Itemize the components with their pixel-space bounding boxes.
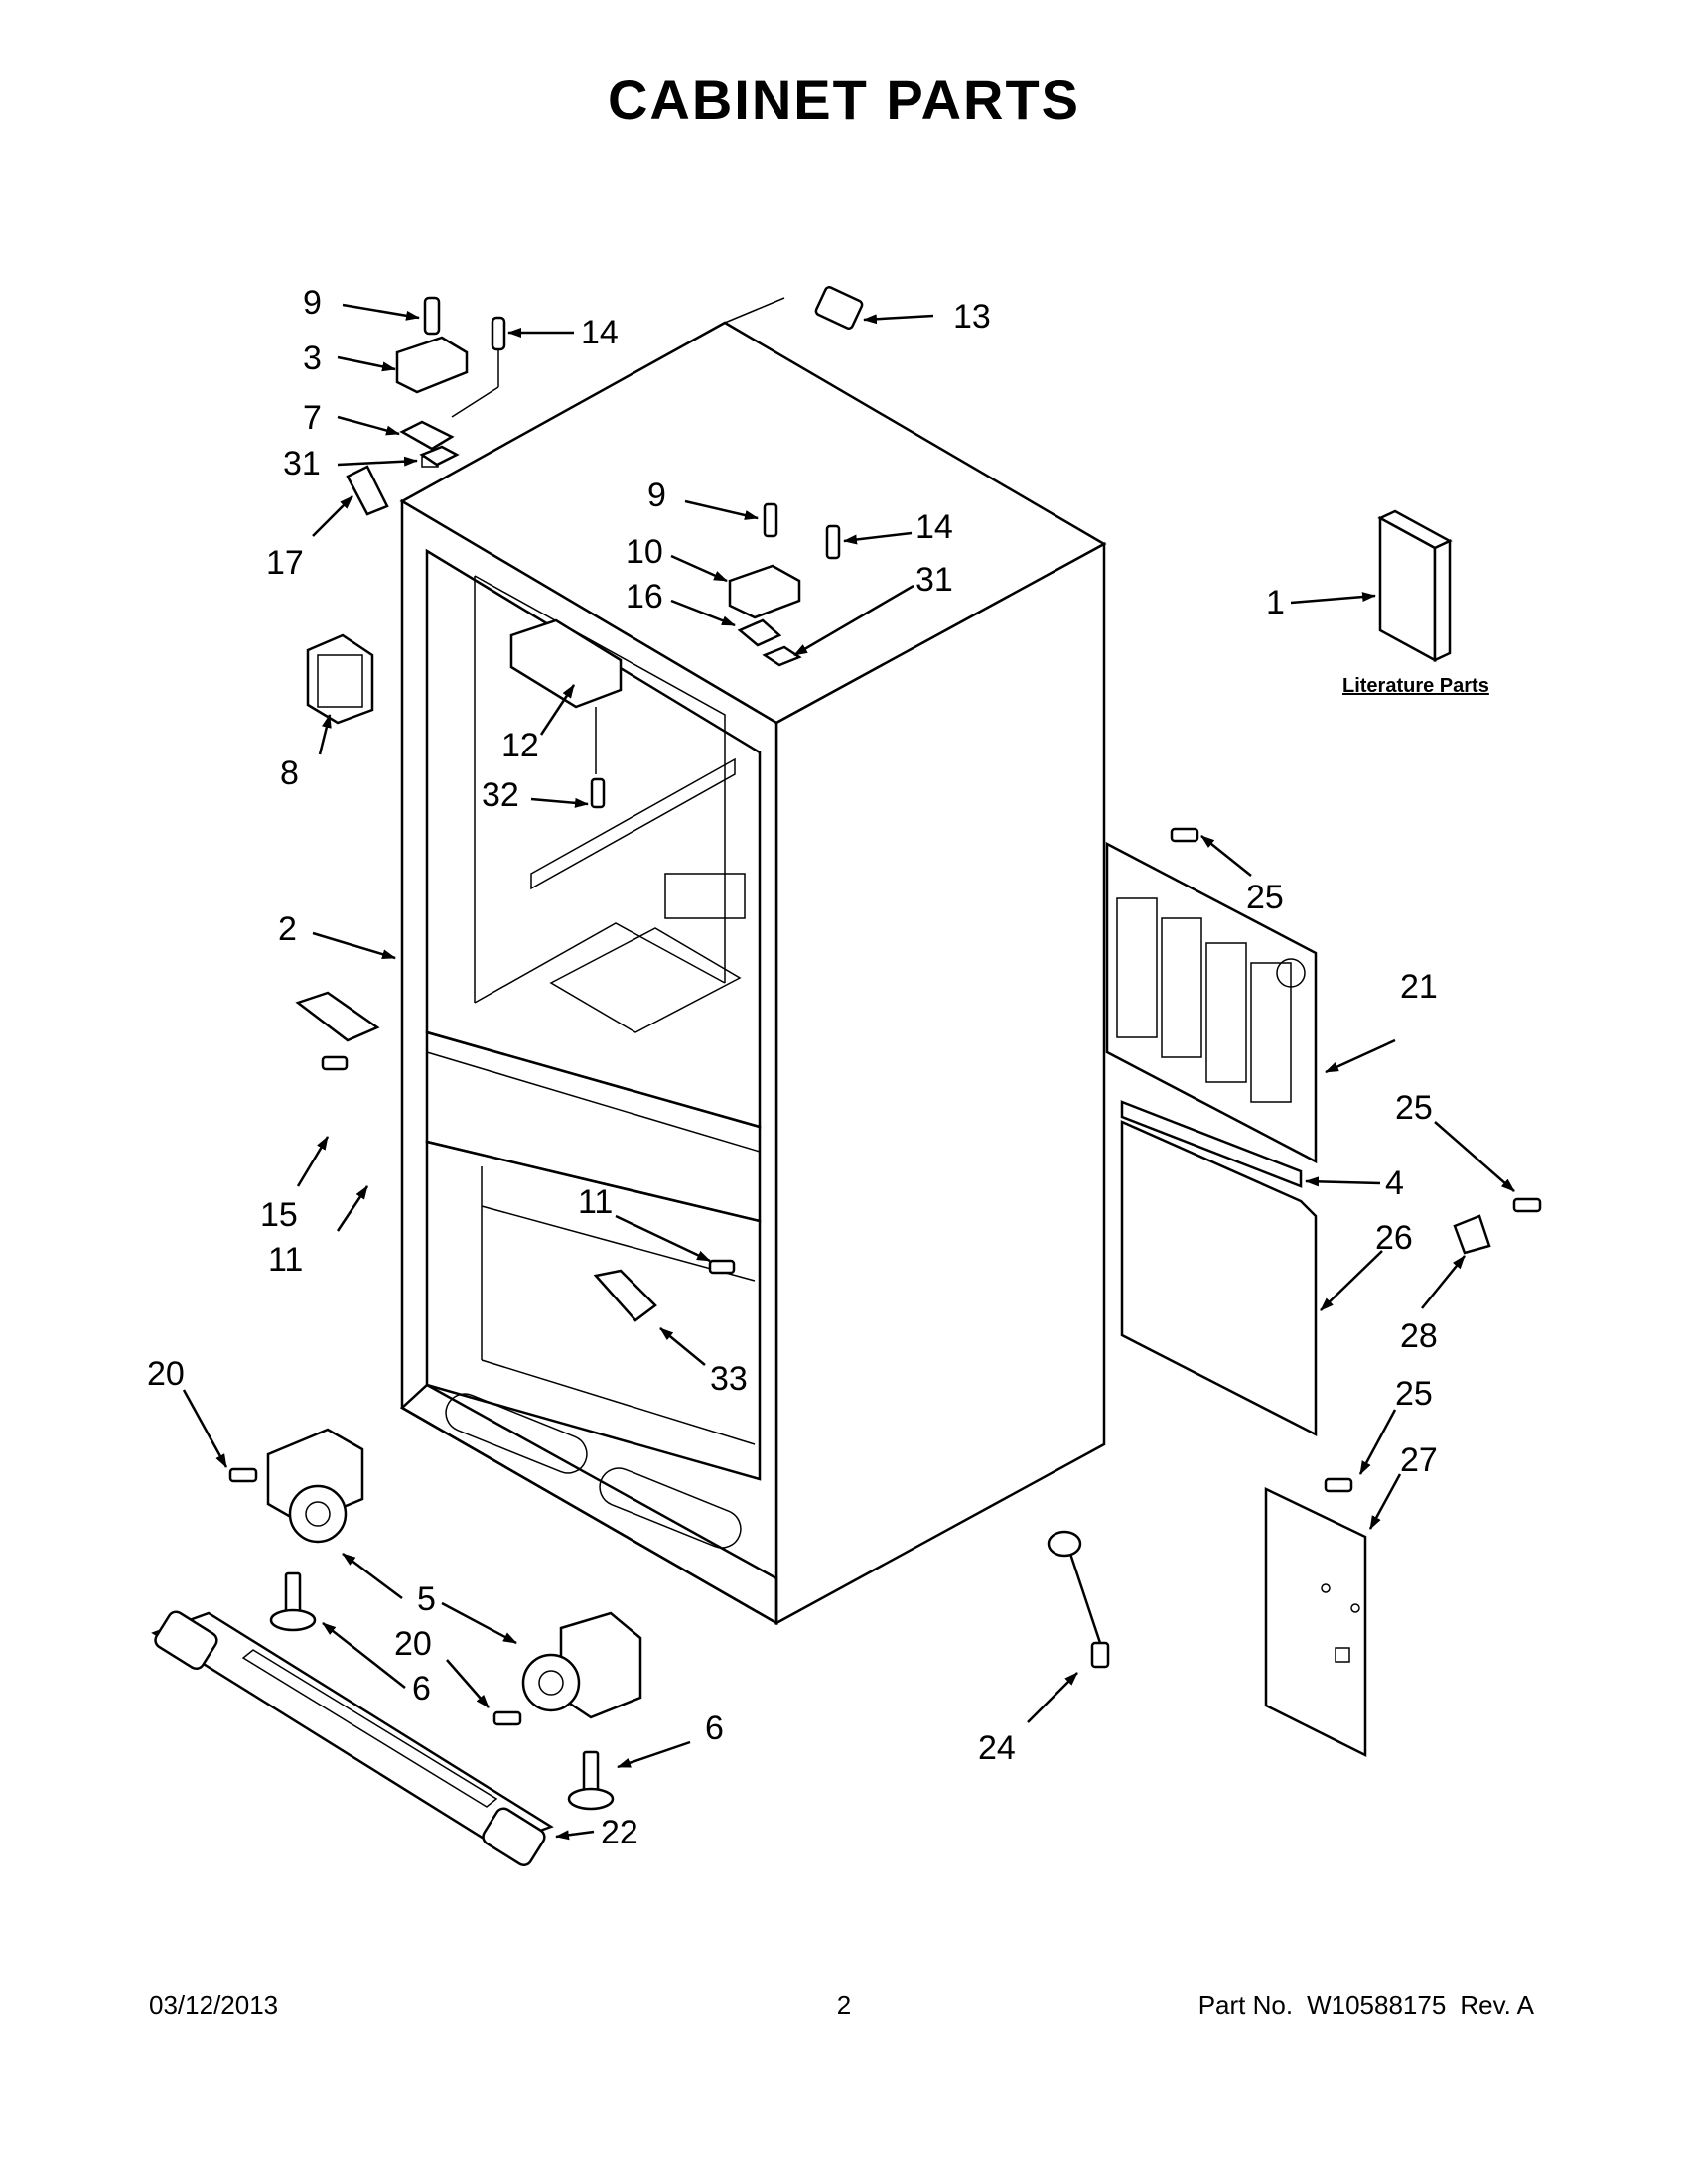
footer-date: 03/12/2013 xyxy=(149,1990,279,2020)
callout-26: 26 xyxy=(1375,1219,1413,1257)
callout-11: 11 xyxy=(578,1183,613,1221)
top-left-hinge xyxy=(395,296,506,467)
part-21-rear-grille xyxy=(1105,841,1318,1164)
callout-32: 32 xyxy=(482,776,519,814)
callout-25: 25 xyxy=(1395,1375,1433,1413)
callout-5: 5 xyxy=(417,1580,436,1618)
callout-8: 8 xyxy=(280,754,299,792)
callout-labels: 9 14 3 7 31 17 8 2 13 9 14 10 16 31 12 3… xyxy=(147,284,1489,1851)
part-25-screw-a xyxy=(1170,827,1199,843)
footer-page-number: 2 xyxy=(836,1990,852,2020)
callout-31: 31 xyxy=(915,561,953,599)
callout-25: 25 xyxy=(1246,879,1284,916)
callout-14: 14 xyxy=(581,314,619,351)
part-28-clip xyxy=(1453,1214,1491,1255)
part-5-roller-right xyxy=(521,1611,642,1719)
part-32-screw xyxy=(590,777,606,809)
part-13-label xyxy=(814,286,864,330)
callout-15: 15 xyxy=(260,1196,298,1234)
callout-20: 20 xyxy=(147,1355,185,1393)
part-11-screw-right xyxy=(708,1259,736,1275)
part-11-screw-left xyxy=(321,1055,349,1071)
callout-arrows xyxy=(182,303,1515,1841)
part-15-bracket xyxy=(295,991,380,1042)
callout-24: 24 xyxy=(978,1729,1016,1767)
callout-27: 27 xyxy=(1400,1441,1438,1479)
footer-revision: Rev. A xyxy=(1460,1990,1534,2020)
part-4-strip xyxy=(1120,1100,1303,1188)
literature-parts-label: Literature Parts xyxy=(1342,675,1489,697)
callout-6: 6 xyxy=(412,1670,431,1707)
callout-31: 31 xyxy=(283,445,321,482)
callout-2: 2 xyxy=(278,910,297,948)
page-title: CABINET PARTS xyxy=(607,68,1081,131)
part-24-harness xyxy=(1047,1530,1110,1669)
callout-7: 7 xyxy=(303,399,322,437)
callout-12: 12 xyxy=(501,727,539,764)
callout-20: 20 xyxy=(394,1625,432,1663)
part-25-screw-b xyxy=(1512,1197,1542,1213)
callout-13: 13 xyxy=(953,298,991,336)
callout-9: 9 xyxy=(303,284,322,322)
callout-10: 10 xyxy=(626,533,663,571)
part-5-roller-left xyxy=(266,1428,364,1544)
callout-14: 14 xyxy=(915,508,953,546)
callout-9: 9 xyxy=(647,477,666,514)
part-27-cover xyxy=(1264,1487,1367,1758)
callout-25: 25 xyxy=(1395,1089,1433,1127)
callout-4: 4 xyxy=(1385,1164,1404,1202)
part-8-control-housing xyxy=(306,633,374,725)
part-1-literature xyxy=(1377,509,1453,663)
part-25-screw-c xyxy=(1324,1477,1353,1493)
part-6-leveler-left xyxy=(269,1571,317,1632)
callout-16: 16 xyxy=(626,578,663,615)
callout-3: 3 xyxy=(303,340,322,377)
part-22-base-grille xyxy=(151,1610,554,1867)
part-33-bracket xyxy=(593,1269,657,1322)
callout-22: 22 xyxy=(601,1814,638,1851)
callout-6: 6 xyxy=(705,1709,724,1747)
callout-11: 11 xyxy=(268,1241,303,1279)
callout-17: 17 xyxy=(266,544,304,582)
top-right-hinge xyxy=(728,502,841,667)
footer-part-label: Part No. xyxy=(1197,1990,1294,2020)
part-17-clip xyxy=(346,465,389,516)
part-26-access-panel xyxy=(1120,1120,1318,1437)
cabinet-body xyxy=(399,297,1107,1626)
callout-28: 28 xyxy=(1400,1317,1438,1355)
footer-part-info: Part No. W10588175 Rev. A xyxy=(1185,1990,1534,2021)
callout-33: 33 xyxy=(710,1360,748,1398)
part-12-light-housing xyxy=(509,618,623,774)
footer-part-number: W10588175 xyxy=(1307,1990,1447,2020)
part-20-screw-right xyxy=(492,1710,522,1726)
part-20-screw-left xyxy=(228,1467,258,1483)
callout-21: 21 xyxy=(1400,968,1438,1006)
part-6-leveler-right xyxy=(567,1750,615,1811)
callout-1: 1 xyxy=(1266,584,1285,621)
